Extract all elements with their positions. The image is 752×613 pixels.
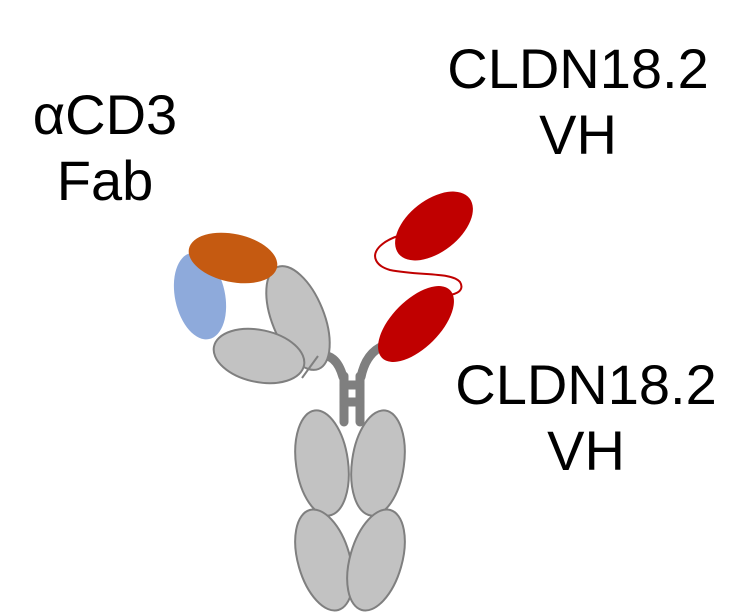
cldn-vh-top-label: CLDN18.2 VH xyxy=(418,36,738,168)
cldn-vh-top-label-line2: VH xyxy=(539,103,617,166)
acd3-fab-label-line1: αCD3 xyxy=(32,83,178,146)
linker-icon xyxy=(374,227,463,297)
cd3-vh-domain xyxy=(188,232,278,284)
fc-ch2-left-domain xyxy=(294,409,350,517)
cldn-vh-top-label-line1: CLDN18.2 xyxy=(447,37,709,100)
cldn-vh-bottom-label-line2: VH xyxy=(547,419,625,482)
fab-cl-domain xyxy=(212,327,306,385)
cldn-vh-bottom-label-line1: CLDN18.2 xyxy=(455,353,717,416)
acd3-fab-label-line2: Fab xyxy=(56,149,154,212)
fc-ch2-right-domain xyxy=(350,409,406,517)
fc-ch3-left-domain xyxy=(294,508,354,612)
cldn-vh-domain-upper xyxy=(395,191,473,261)
acd3-fab-label: αCD3 Fab xyxy=(10,82,200,214)
fc-ch3-right-domain xyxy=(346,508,406,612)
cldn-vh-domain-lower xyxy=(378,286,454,362)
fab-link-line xyxy=(301,355,319,379)
cldn-vh-bottom-label: CLDN18.2 VH xyxy=(426,352,746,484)
